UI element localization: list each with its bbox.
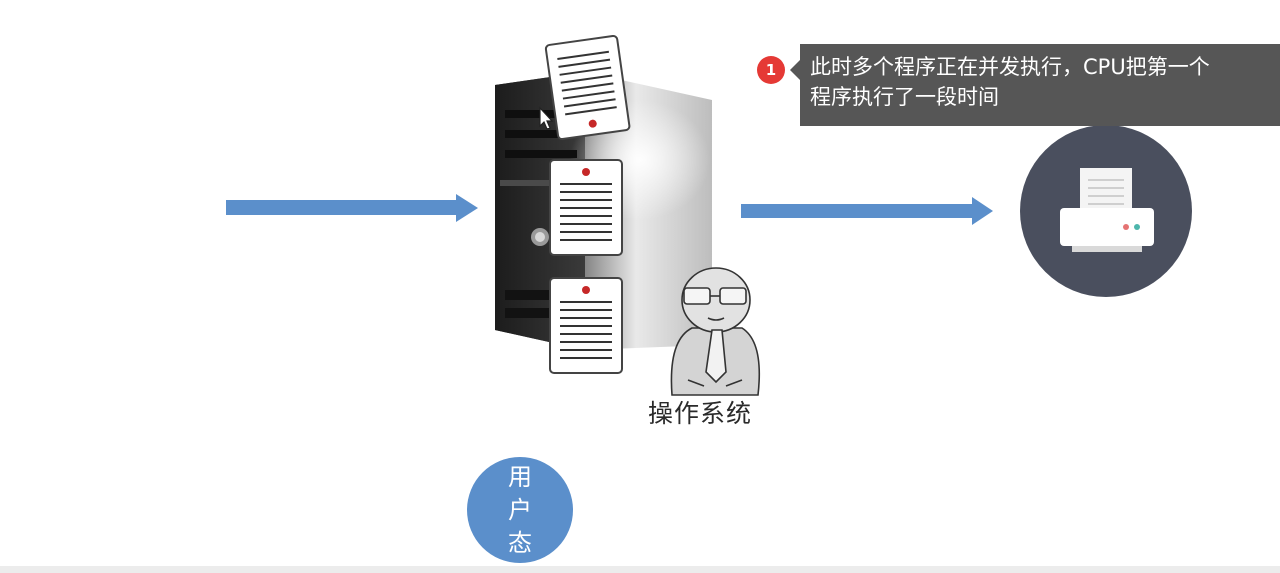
input-arrow [226,194,478,222]
bottom-scroll-bar [0,566,1280,573]
user-mode-label: 用 户 态 [467,461,573,560]
program-document-icon [544,34,631,141]
user-mode-circle: 用 户 态 [467,457,573,563]
tooltip-pointer [790,60,800,80]
printer-icon [1020,125,1192,297]
mouse-cursor-icon [539,106,554,130]
user-mode-char: 户 [508,496,532,524]
step-badge[interactable]: 1 [757,56,785,84]
annotation-tooltip: 此时多个程序正在并发执行，CPU把第一个 程序执行了一段时间 [800,44,1280,126]
program-document-icon [549,277,623,374]
tooltip-line-2: 程序执行了一段时间 [810,85,999,109]
tooltip-line-1: 此时多个程序正在并发执行，CPU把第一个 [810,55,1210,79]
output-arrow [741,197,993,225]
user-mode-char: 用 [508,463,532,491]
user-mode-char: 态 [508,529,532,557]
operating-system-person-icon [670,267,761,396]
operating-system-label: 操作系统 [648,399,753,428]
program-document-icon [549,159,623,256]
